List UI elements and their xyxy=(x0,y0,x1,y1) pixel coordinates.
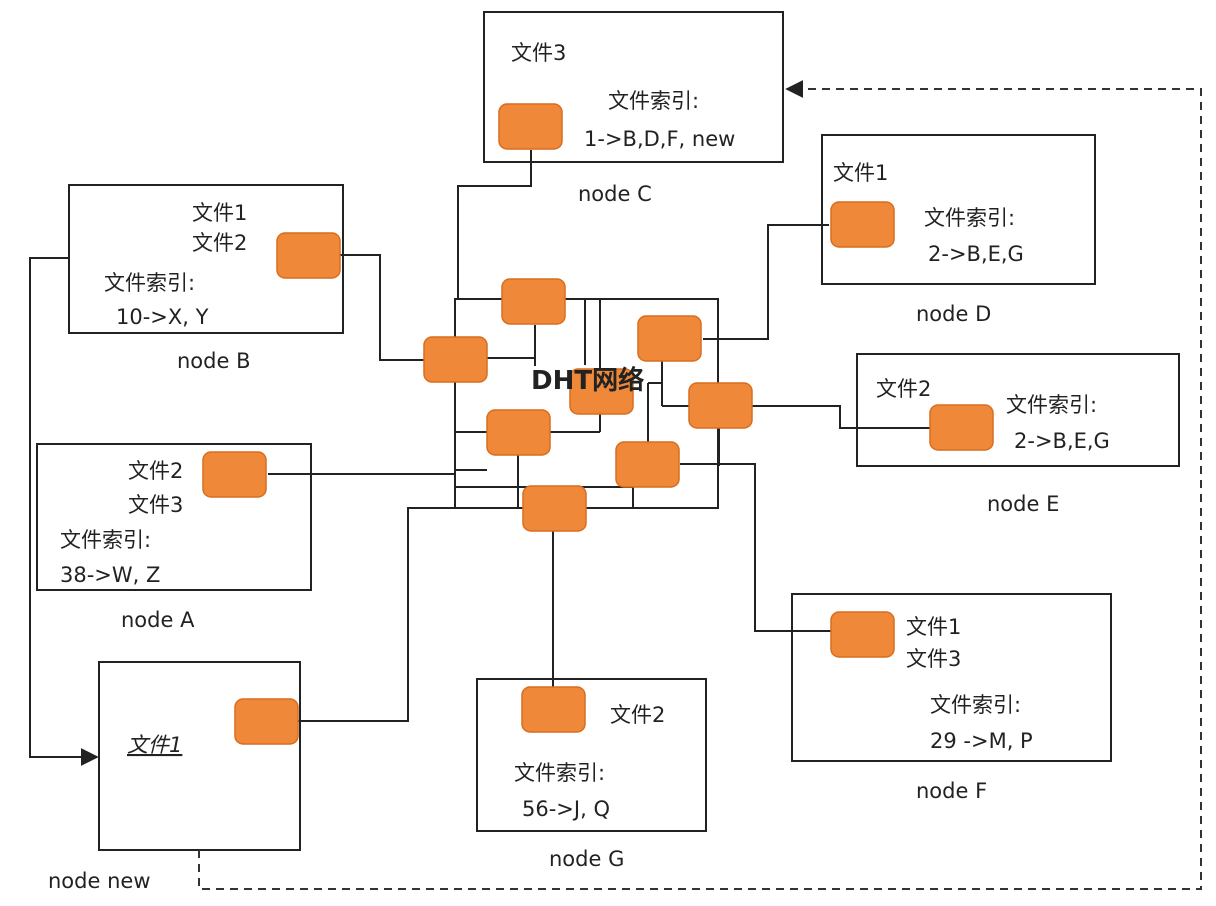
computer-node-b-icon xyxy=(276,232,341,279)
computer-node-c-icon xyxy=(498,103,563,150)
node-c-index-value: 1->B,D,F, new xyxy=(584,127,735,151)
node-e-index-label: 文件索引: xyxy=(1006,393,1097,417)
node-g-name: node G xyxy=(549,847,624,871)
computer-node-new-icon xyxy=(234,698,299,745)
node-c-file: 文件3 xyxy=(511,41,566,65)
node-g-index-label: 文件索引: xyxy=(514,761,605,785)
computer-mesh-icon xyxy=(637,315,702,362)
node-g-box xyxy=(476,678,707,832)
node-c-index-label: 文件索引: xyxy=(608,89,699,113)
node-new-name: node new xyxy=(48,869,151,893)
node-a-name: node A xyxy=(121,608,195,632)
node-c-name: node C xyxy=(578,182,652,206)
node-b-file: 文件1 xyxy=(192,201,247,225)
node-e-index-value: 2->B,E,G xyxy=(1014,429,1110,453)
computer-node-f-icon xyxy=(830,611,895,658)
computer-node-g-icon xyxy=(521,686,586,733)
node-g-index-value: 56->J, Q xyxy=(522,797,610,821)
computer-mesh-icon xyxy=(501,278,566,325)
computers xyxy=(202,103,994,745)
node-f-name: node F xyxy=(916,779,987,803)
node-e-box xyxy=(856,353,1180,467)
dht-network-label: DHT网络 xyxy=(531,365,644,396)
node-g-file: 文件2 xyxy=(610,703,665,727)
node-b-index-label: 文件索引: xyxy=(104,271,195,295)
node-b-file: 文件2 xyxy=(192,231,247,255)
node-e-file: 文件2 xyxy=(876,377,931,401)
node-new-box xyxy=(98,661,301,851)
computer-node-e-icon xyxy=(929,404,994,451)
computer-mesh-icon xyxy=(423,336,488,383)
node-a-index-value: 38->W, Z xyxy=(60,563,160,587)
computer-mesh-icon xyxy=(522,485,587,532)
computer-node-a-icon xyxy=(202,451,267,498)
node-d-index-value: 2->B,E,G xyxy=(928,242,1024,266)
computer-mesh-icon xyxy=(486,409,551,456)
node-a-file: 文件3 xyxy=(128,493,183,517)
computer-mesh-icon xyxy=(615,441,680,488)
node-a-file: 文件2 xyxy=(128,459,183,483)
computer-mesh-icon xyxy=(688,382,753,429)
node-e-name: node E xyxy=(987,492,1059,516)
node-d-index-label: 文件索引: xyxy=(924,206,1015,230)
node-d-name: node D xyxy=(916,302,991,326)
computer-node-d-icon xyxy=(830,201,895,248)
node-d-file: 文件1 xyxy=(833,161,888,185)
node-f-index-value: 29 ->M, P xyxy=(930,729,1033,753)
node-b-index-value: 10->X, Y xyxy=(116,305,209,329)
node-f-file: 文件3 xyxy=(906,647,961,671)
node-a-index-label: 文件索引: xyxy=(60,528,151,552)
computer-mesh-icon xyxy=(569,368,634,415)
node-b-name: node B xyxy=(177,349,251,373)
node-f-index-label: 文件索引: xyxy=(930,693,1021,717)
node-f-file: 文件1 xyxy=(906,615,961,639)
node-new-file: 文件1 xyxy=(127,733,182,757)
connection-lines xyxy=(29,80,1202,890)
